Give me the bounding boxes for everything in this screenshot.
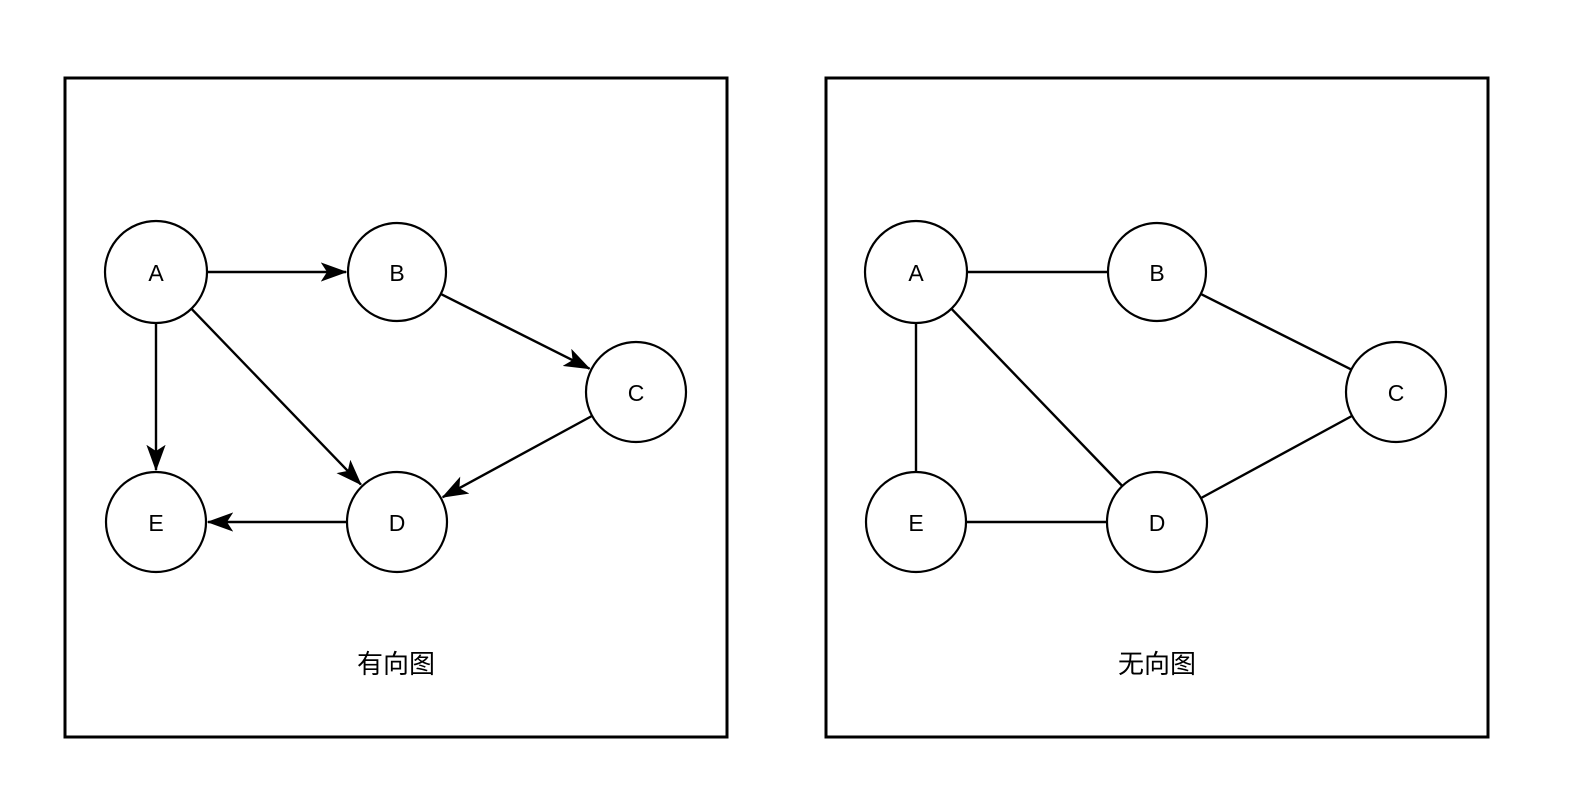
node-circle-B[interactable] <box>1106 221 1208 323</box>
node-label-D: D <box>389 510 406 536</box>
node-group-undirected: A B C D E <box>863 219 1448 574</box>
edge-group-undirected <box>914 270 1353 524</box>
graph-panel-directed: A B C D E 有向图 <box>63 76 729 739</box>
node-label-C: C <box>1388 380 1405 406</box>
node-B-undirected[interactable]: B <box>1106 221 1208 323</box>
node-label-E: E <box>908 510 923 536</box>
node-D-undirected[interactable]: D <box>1105 470 1209 574</box>
node-E-directed[interactable]: E <box>104 470 208 574</box>
node-circle-D[interactable] <box>345 470 449 574</box>
node-A-directed[interactable]: A <box>103 219 209 325</box>
edge-A-D-directed <box>190 308 362 486</box>
node-label-D: D <box>1149 510 1166 536</box>
edge-B-C-undirected <box>1200 293 1352 371</box>
node-group-directed: A B C D E <box>103 219 688 574</box>
edge-C-D-directed <box>441 415 593 499</box>
panel-caption-undirected: 无向图 <box>1118 650 1196 680</box>
node-label-B: B <box>389 260 404 286</box>
node-label-B: B <box>1149 260 1164 286</box>
node-label-A: A <box>908 260 924 286</box>
node-label-C: C <box>628 380 645 406</box>
node-circle-A[interactable] <box>863 219 969 325</box>
node-circle-E[interactable] <box>864 470 968 574</box>
node-circle-E[interactable] <box>104 470 208 574</box>
edge-group-directed <box>146 262 593 532</box>
graph-panel-undirected: A B C D E 无向图 <box>824 76 1490 739</box>
node-circle-B[interactable] <box>346 221 448 323</box>
node-label-E: E <box>148 510 163 536</box>
panel-caption-directed: 有向图 <box>357 650 435 680</box>
node-circle-D[interactable] <box>1105 470 1209 574</box>
edge-A-D-undirected <box>950 308 1123 487</box>
edge-C-D-undirected <box>1200 415 1353 499</box>
node-A-undirected[interactable]: A <box>863 219 969 325</box>
node-circle-A[interactable] <box>103 219 209 325</box>
node-E-undirected[interactable]: E <box>864 470 968 574</box>
node-label-A: A <box>148 260 164 286</box>
node-C-directed[interactable]: C <box>584 340 688 444</box>
edge-B-C-directed <box>440 293 591 370</box>
node-C-undirected[interactable]: C <box>1344 340 1448 444</box>
node-circle-C[interactable] <box>1344 340 1448 444</box>
node-D-directed[interactable]: D <box>345 470 449 574</box>
node-B-directed[interactable]: B <box>346 221 448 323</box>
node-circle-C[interactable] <box>584 340 688 444</box>
